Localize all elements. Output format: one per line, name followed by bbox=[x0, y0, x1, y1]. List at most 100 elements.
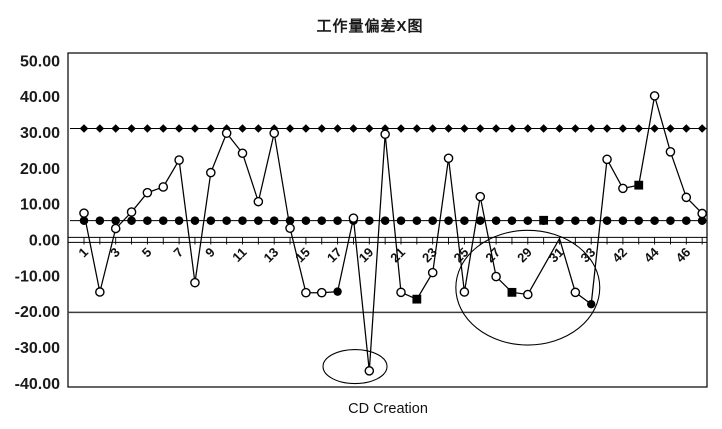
data-point-open bbox=[285, 223, 295, 233]
cl-circle-marker bbox=[206, 216, 216, 225]
ucl-diamond-marker bbox=[682, 124, 691, 133]
data-point-open bbox=[221, 128, 232, 138]
cl-circle-marker bbox=[269, 216, 279, 225]
annotation-ellipse bbox=[322, 349, 388, 385]
data-point-open bbox=[301, 287, 311, 298]
ucl-diamond-marker bbox=[111, 124, 120, 133]
cl-circle-marker bbox=[301, 216, 311, 225]
ucl-diamond-marker bbox=[365, 124, 374, 133]
cl-circle-marker bbox=[190, 216, 200, 225]
cl-circle-marker bbox=[523, 216, 533, 225]
ucl-diamond-marker bbox=[555, 124, 564, 133]
ucl-diamond-marker bbox=[317, 124, 327, 133]
ucl-diamond-marker bbox=[301, 124, 311, 133]
ucl-diamond-marker bbox=[238, 124, 247, 133]
data-point-open bbox=[205, 167, 216, 178]
x-axis-title: CD Creation bbox=[348, 401, 428, 417]
cl-circle-marker bbox=[428, 216, 438, 225]
data-point-open bbox=[348, 213, 359, 223]
data-point-open bbox=[570, 287, 581, 298]
ucl-diamond-marker bbox=[158, 124, 168, 133]
cl-circle-marker bbox=[158, 216, 168, 225]
cl-circle-marker bbox=[238, 216, 247, 225]
y-axis-label: -40.00 bbox=[15, 376, 60, 393]
y-axis-label: -30.00 bbox=[15, 340, 60, 357]
ucl-diamond-marker bbox=[349, 124, 358, 133]
cl-circle-marker bbox=[95, 216, 105, 225]
cl-circle-marker bbox=[491, 216, 501, 225]
ucl-diamond-marker bbox=[666, 124, 675, 133]
data-point-open bbox=[364, 366, 375, 376]
cl-circle-marker bbox=[555, 216, 564, 225]
y-axis-label: 40.00 bbox=[20, 89, 60, 106]
cl-circle-marker bbox=[365, 216, 374, 225]
cl-circle-marker bbox=[174, 216, 184, 225]
ucl-diamond-marker bbox=[475, 124, 485, 133]
data-point-open bbox=[681, 192, 692, 203]
ucl-diamond-marker bbox=[650, 124, 659, 133]
data-point-open bbox=[665, 147, 676, 157]
y-axis-label: -10.00 bbox=[15, 268, 60, 285]
cl-circle-marker bbox=[412, 216, 422, 225]
data-point-open bbox=[443, 153, 454, 164]
data-point-open bbox=[95, 287, 105, 297]
ucl-diamond-marker bbox=[586, 124, 596, 133]
ucl-diamond-marker bbox=[618, 124, 628, 133]
cl-circle-marker bbox=[507, 216, 517, 225]
ucl-diamond-marker bbox=[428, 124, 437, 133]
ucl-diamond-marker bbox=[697, 124, 707, 133]
data-point-filled bbox=[333, 287, 342, 296]
ucl-diamond-marker bbox=[254, 124, 263, 133]
cl-circle-marker bbox=[618, 216, 628, 225]
data-point-open bbox=[253, 196, 264, 207]
y-axis-label: 30.00 bbox=[20, 125, 60, 142]
cl-circle-marker bbox=[444, 216, 453, 225]
y-axis-label: 20.00 bbox=[20, 161, 60, 178]
data-point-open bbox=[79, 208, 89, 218]
chart-title: 工作量偏差X图 bbox=[316, 18, 424, 35]
cl-circle-marker bbox=[697, 216, 707, 225]
cl-circle-marker bbox=[127, 216, 136, 225]
data-point-open bbox=[649, 91, 660, 101]
data-point-open bbox=[316, 287, 327, 298]
data-point-open bbox=[523, 289, 533, 300]
ucl-diamond-marker bbox=[174, 124, 184, 133]
data-point-open bbox=[427, 267, 438, 278]
data-point-open bbox=[491, 271, 501, 282]
ucl-diamond-marker bbox=[285, 124, 295, 133]
ucl-diamond-marker bbox=[602, 124, 612, 133]
data-point-open bbox=[237, 148, 248, 159]
data-point-open bbox=[126, 207, 137, 217]
cl-circle-marker bbox=[650, 216, 659, 225]
cl-circle-marker bbox=[634, 216, 644, 225]
data-point-open bbox=[475, 191, 486, 202]
data-point-square bbox=[634, 180, 644, 190]
cl-circle-marker bbox=[254, 216, 263, 225]
data-point-square bbox=[507, 287, 517, 297]
cl-circle-marker bbox=[111, 216, 120, 225]
data-point-open bbox=[158, 182, 169, 192]
data-point-open bbox=[110, 223, 121, 234]
data-point-open bbox=[618, 183, 628, 194]
y-axis-label: 10.00 bbox=[20, 197, 60, 214]
cl-circle-marker bbox=[396, 216, 406, 225]
data-point-open bbox=[142, 187, 153, 198]
y-axis-label: 50.00 bbox=[20, 53, 60, 70]
data-point-square bbox=[412, 294, 422, 304]
cl-circle-marker bbox=[460, 216, 469, 225]
ucl-diamond-marker bbox=[79, 124, 89, 133]
cl-circle-marker bbox=[222, 216, 231, 225]
cl-circle-marker bbox=[143, 216, 152, 225]
ucl-diamond-marker bbox=[539, 124, 548, 133]
cl-circle-marker bbox=[317, 216, 327, 225]
y-axis-label: 0.00 bbox=[29, 233, 60, 250]
cl-circle-marker bbox=[586, 216, 596, 225]
cl-circle-marker bbox=[602, 216, 612, 225]
ucl-diamond-marker bbox=[95, 124, 105, 133]
ucl-diamond-marker bbox=[127, 124, 136, 133]
data-point-open bbox=[190, 277, 200, 288]
data-line bbox=[83, 95, 703, 371]
y-axis-label: -20.00 bbox=[15, 304, 60, 321]
